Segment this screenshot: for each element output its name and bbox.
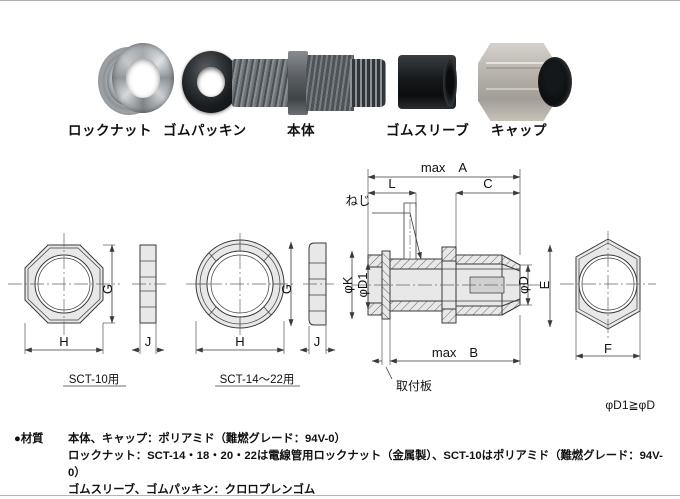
material-text-1: 本体、キャップ：ポリアミド（難燃グレード：94V-0） [68,433,346,445]
dim-label-j-large: J [314,334,321,349]
part-label-body: 本体 [287,123,315,138]
callout-thread: ねじ [345,194,370,208]
dim-label-phi-d: φD [516,276,531,294]
material-text-2: ロックナット：SCT-14・18・20・22は電線管用ロックナット（金属製）、S… [68,450,663,479]
part-label-gasket: ゴムパッキン [163,123,247,138]
part-label-cap: キャップ [491,123,547,138]
technical-drawings: G H J SCT-10用 G H J SCT-14〜22用 max A L C… [8,160,656,412]
dim-label-max-b: max B [432,345,478,360]
body-hex-flange [288,51,308,115]
part-label-sleeve: ゴムスリーブ [386,123,470,138]
caption-sct-10: SCT-10用 [69,374,120,386]
dim-label-j-small: J [145,334,152,349]
dim-label-c: C [483,176,492,191]
dim-label-f: F [604,341,612,356]
dim-label-h-large: H [235,334,244,349]
dim-label-phi-d1: φD1 [355,272,370,297]
body-collet-fingers [350,59,386,107]
material-text-3: ゴムスリーブ、ゴムパッキン：クロロプレンゴム [68,484,316,496]
photo-locknut-front [112,43,174,113]
dim-label-max-a: max A [421,160,468,175]
cap-bore [538,57,572,107]
dim-label-g-small: G [100,284,115,294]
drawing-hex-view [560,231,656,360]
part-label-row: ロックナット ゴムパッキン 本体 ゴムスリーブ キャップ [0,119,680,141]
drawing-locknut-small [8,233,166,387]
photo-rubber-sleeve [398,55,457,109]
dim-label-l: L [388,176,395,191]
dim-label-h-small: H [59,334,68,349]
material-line-1: ●材質 本体、キャップ：ポリアミド（難燃グレード：94V-0） [14,431,674,448]
dim-label-phi-k: φK [340,276,355,293]
dim-label-g-large: G [279,284,294,294]
body-thread-section-2 [306,55,354,111]
photo-cap [478,43,574,121]
photo-rubber-gasket [182,51,240,113]
callout-mounting-plate: 取付板 [396,379,432,393]
caption-sct-14-22: SCT-14〜22用 [220,374,295,386]
note-phi-d1-ge-phi-d: φD1≧φD [605,398,655,412]
drawing-cross-section [349,169,553,380]
material-heading: ●材質 [14,433,44,445]
material-spec-block: ●材質 本体、キャップ：ポリアミド（難燃グレード：94V-0） ロックナット：S… [14,431,674,499]
part-label-locknut: ロックナット [68,123,152,138]
product-photo-row [0,17,680,121]
dim-label-e: E [537,280,552,289]
drawing-locknut-large [186,233,336,387]
photo-body [232,45,386,121]
body-thread-section [232,59,292,107]
